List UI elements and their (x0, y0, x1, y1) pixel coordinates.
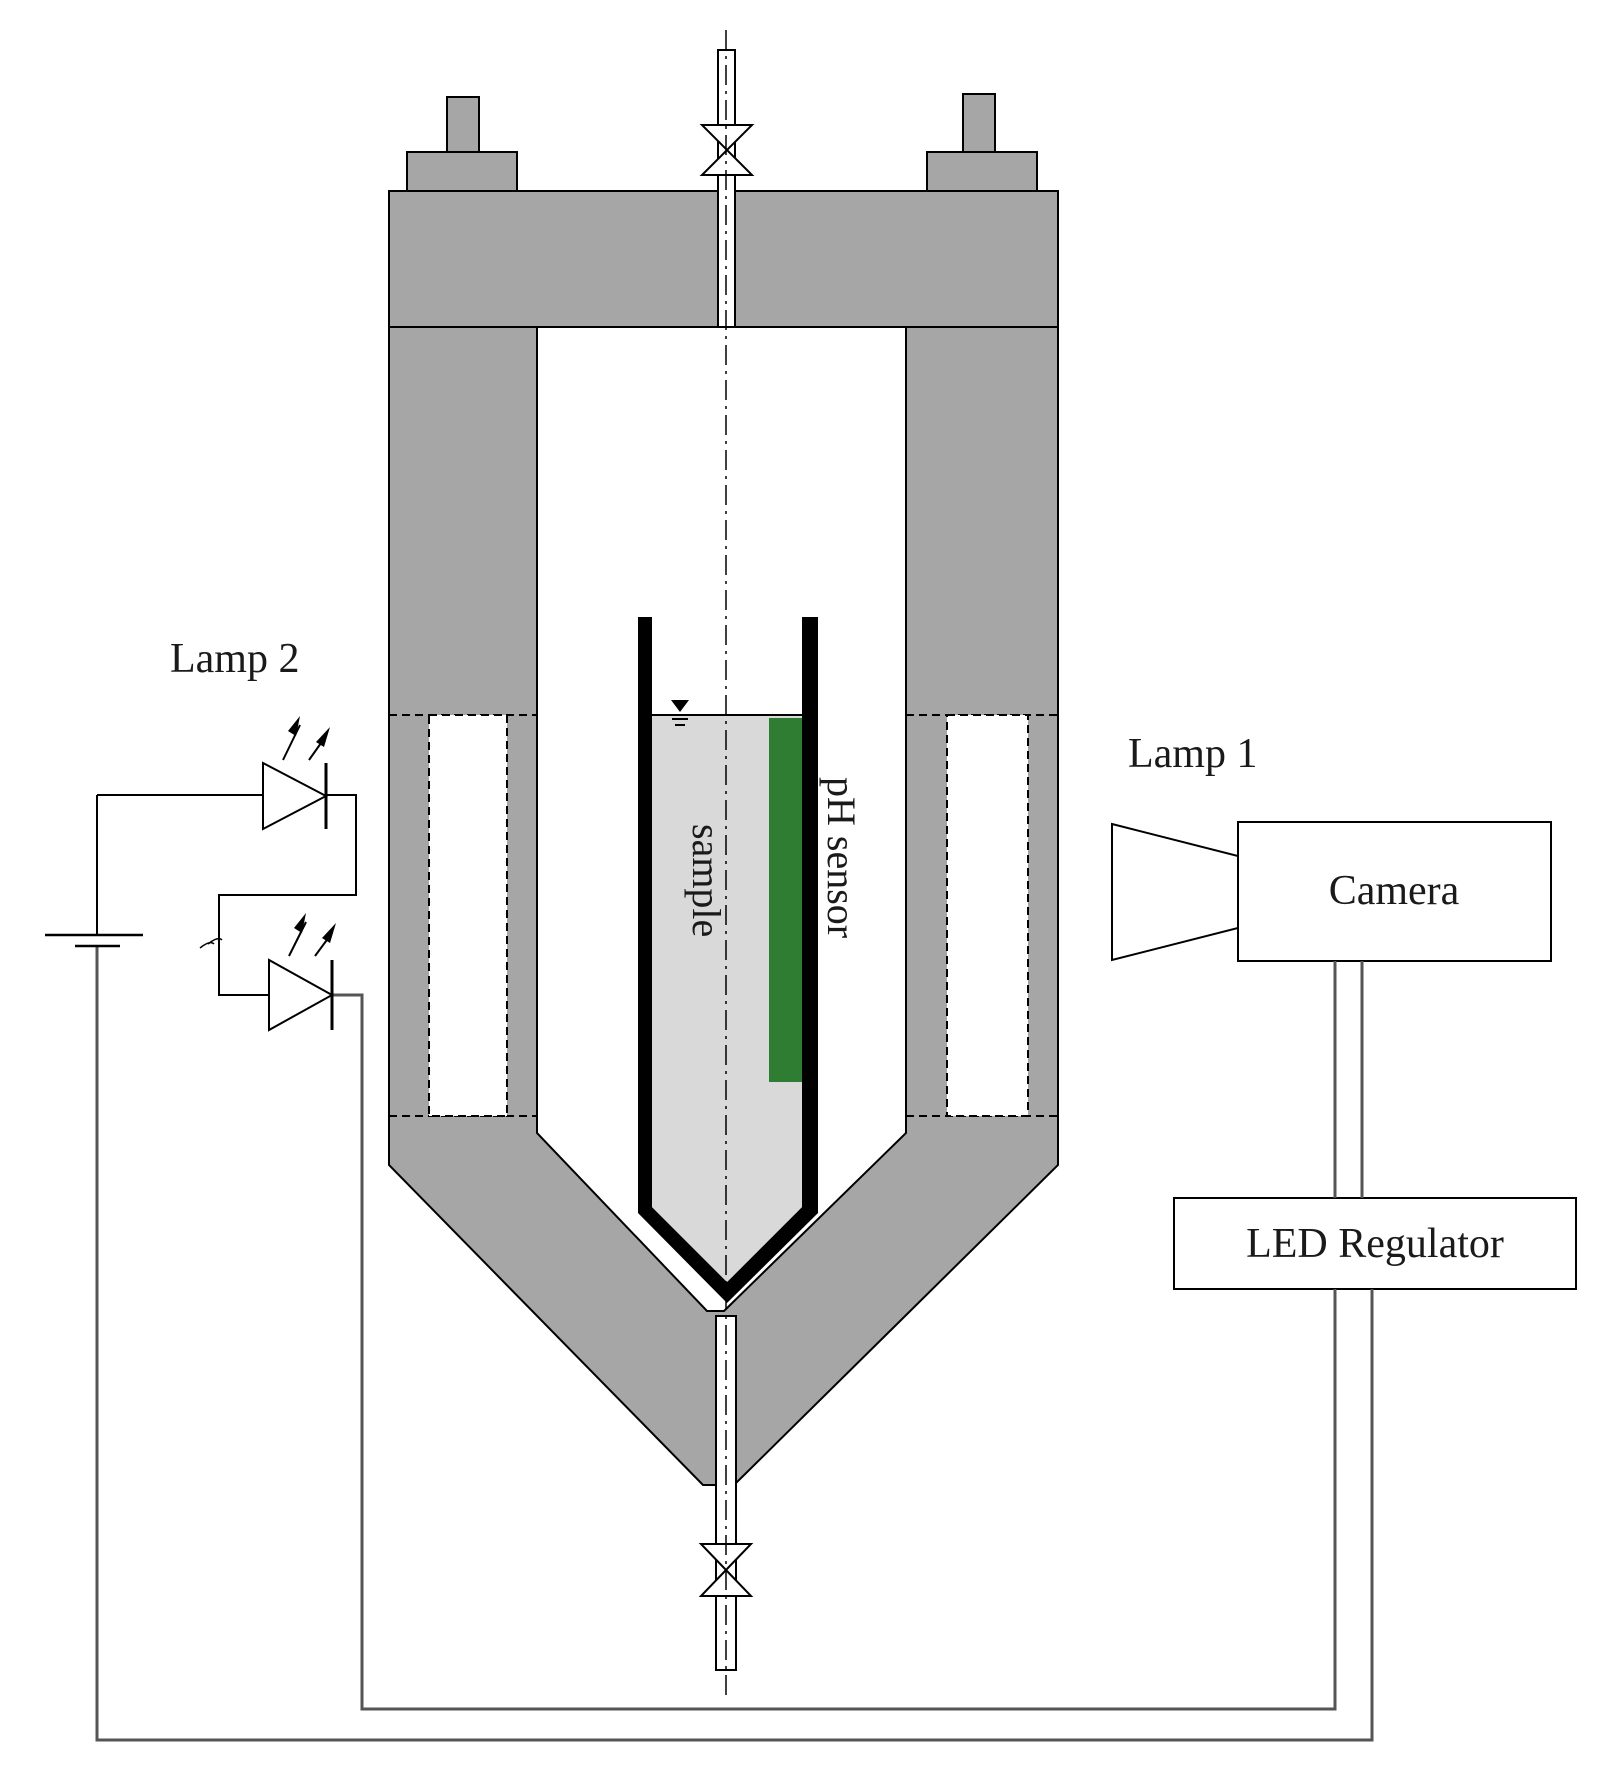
liquid-level-icon (671, 700, 689, 726)
led-upper-icon (262, 716, 330, 831)
right-window (906, 714, 1058, 1117)
battery-icon (45, 795, 143, 948)
camera-label: Camera (1329, 868, 1460, 914)
led-regulator-box (1173, 1197, 1577, 1290)
top-valve-icon (699, 124, 755, 176)
left-window (389, 714, 537, 1117)
camera-lens-icon (1111, 822, 1239, 962)
led-lower-icon (268, 913, 336, 1032)
led-regulator-label: LED Regulator (1246, 1221, 1504, 1267)
sample-liquid (652, 715, 802, 1282)
camera-body (1237, 821, 1552, 962)
camera: Camera (1111, 821, 1552, 962)
ph-sensor-label: pH sensor (819, 777, 864, 938)
lamp2-label: Lamp 2 (170, 636, 299, 682)
ph-sensor-strip (769, 718, 802, 1082)
wire-break-icon (199, 937, 223, 949)
sample-label: sample (684, 824, 729, 937)
led-regulator: LED Regulator (1173, 1197, 1577, 1290)
left-bolt (406, 96, 518, 192)
lamp1-label: Lamp 1 (1128, 731, 1257, 777)
led-circuit (97, 794, 357, 996)
right-bolt (926, 93, 1038, 192)
wiring (95, 946, 1374, 1742)
